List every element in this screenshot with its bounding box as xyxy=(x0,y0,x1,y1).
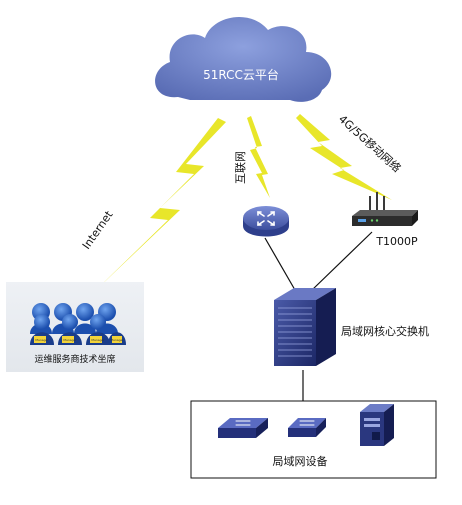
mobile-link-bolt xyxy=(296,114,392,200)
internet-link-label: Internet xyxy=(80,208,116,252)
core-switch-label: 局域网核心交换机 xyxy=(341,324,429,338)
cloud-icon xyxy=(155,16,332,102)
isp-link-label: 互联网 xyxy=(234,151,247,184)
agent-badge-4: Manager xyxy=(110,338,124,342)
agent-badge-2: Manager xyxy=(63,338,77,342)
cloud-label: 51RCC云平台 xyxy=(203,67,279,82)
terminal-to-switch-line xyxy=(311,231,373,291)
lan-devices-label: 局域网设备 xyxy=(273,454,328,468)
agents-icon xyxy=(30,303,126,345)
router-icon xyxy=(243,206,289,237)
agent-badge-1: Manager xyxy=(35,338,49,342)
switch-icon xyxy=(288,418,326,437)
isp-link-bolt xyxy=(247,116,270,198)
server-icon xyxy=(360,404,394,446)
lan-devices-box xyxy=(190,400,437,479)
agent-badge-3: Manager xyxy=(91,338,105,342)
core-switch-icon xyxy=(274,288,336,366)
seat-room-label: 运维服务商技术坐席 xyxy=(34,353,115,365)
terminal-label: T1000P xyxy=(375,235,418,248)
t1000p-terminal-icon xyxy=(352,192,418,226)
router-to-switch-line xyxy=(264,237,296,291)
switch-icon xyxy=(218,418,268,438)
internet-link-bolt xyxy=(96,118,226,290)
